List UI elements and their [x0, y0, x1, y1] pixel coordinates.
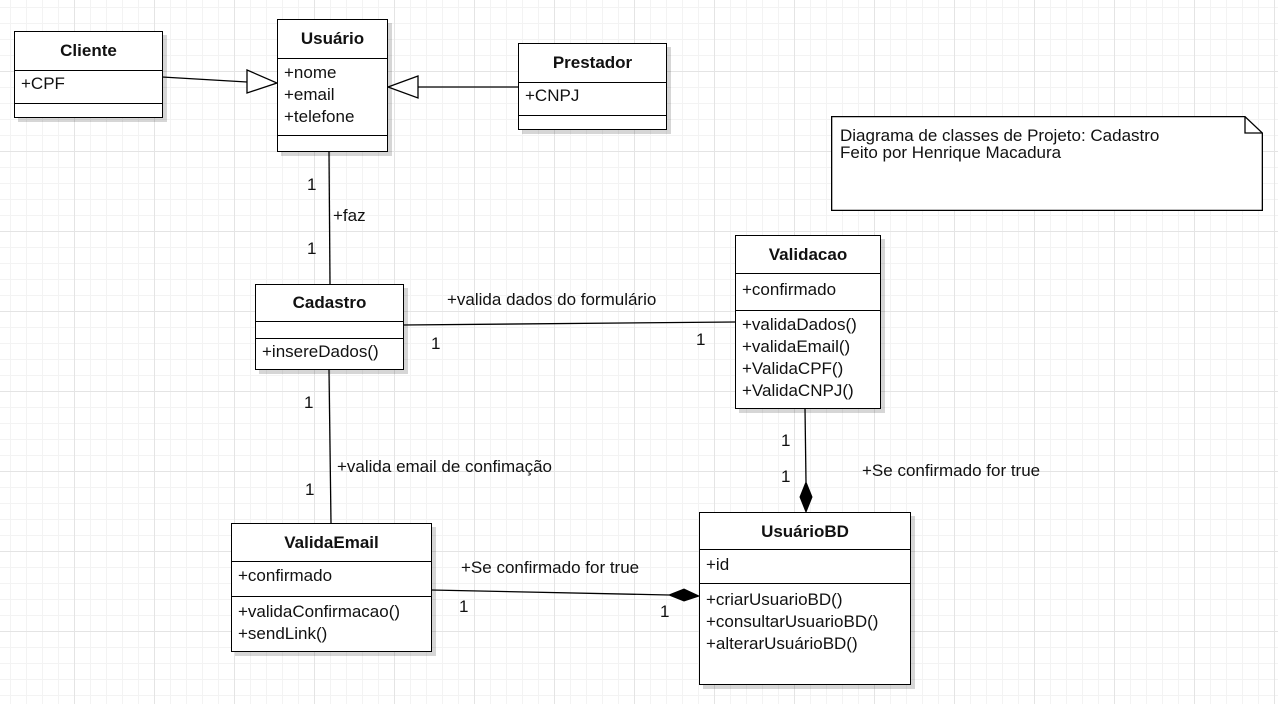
- method: +validaConfirmacao(): [238, 602, 401, 621]
- method: +ValidaCPF(): [742, 359, 844, 378]
- class-validaemail[interactable]: ValidaEmail +confirmado +validaConfirmac…: [231, 523, 432, 652]
- multiplicity-cadastro-validacao-target: 1: [696, 330, 706, 349]
- methods-section: +validaDados() +validaEmail() +ValidaCPF…: [736, 311, 880, 404]
- association-cadastro-validacao[interactable]: [402, 321, 736, 326]
- attributes-section: +id: [700, 550, 910, 584]
- attribute: +nome: [284, 63, 337, 82]
- class-title: Cliente: [15, 32, 162, 71]
- attribute: +confirmado: [742, 280, 837, 299]
- attribute: +CPF: [21, 74, 65, 93]
- attribute: +id: [706, 555, 730, 574]
- composition-diamond-left: [667, 588, 701, 602]
- multiplicity-validacao-usuariobd-target: 1: [781, 467, 791, 486]
- class-title: ValidaEmail: [232, 524, 431, 562]
- method: +alterarUsuárioBD(): [706, 634, 858, 653]
- note-line-title: Diagrama de classes de Projeto: Cadastro: [840, 126, 1160, 145]
- method: +insereDados(): [262, 342, 379, 361]
- composition-validaemail-usuariobd[interactable]: [430, 589, 670, 596]
- multiplicity-cadastro-validaemail-target: 1: [305, 480, 315, 499]
- method: +ValidaCNPJ(): [742, 381, 854, 400]
- composition-label-validaemail: +Se confirmado for true: [461, 558, 640, 577]
- association-label-valida-email: +valida email de confimação: [337, 457, 552, 476]
- attributes-section: +nome +email +telefone: [278, 59, 387, 136]
- method: +criarUsuarioBD(): [706, 590, 843, 609]
- methods-section: [519, 116, 666, 129]
- inheritance-arrow-cliente: [246, 69, 279, 94]
- class-validacao[interactable]: Validacao +confirmado +validaDados() +va…: [735, 235, 881, 409]
- methods-section: +criarUsuarioBD() +consultarUsuarioBD() …: [700, 584, 910, 657]
- composition-label-validacao: +Se confirmado for true: [862, 461, 1041, 480]
- method: +validaDados(): [742, 315, 857, 334]
- class-cadastro[interactable]: Cadastro +insereDados(): [255, 284, 404, 370]
- methods-section: +validaConfirmacao() +sendLink(): [232, 597, 431, 647]
- method: +sendLink(): [238, 624, 328, 643]
- multiplicity-validaemail-usuariobd-source: 1: [459, 597, 469, 616]
- composition-diamond-top: [799, 480, 813, 514]
- method: +validaEmail(): [742, 337, 851, 356]
- multiplicity-cadastro-validacao-source: 1: [431, 334, 441, 353]
- attribute: +CNPJ: [525, 86, 580, 105]
- composition-validacao-usuariobd[interactable]: [804, 407, 807, 483]
- attributes-section: [256, 322, 403, 339]
- class-usuariobd[interactable]: UsuárioBD +id +criarUsuarioBD() +consult…: [699, 512, 911, 685]
- association-label-faz: +faz: [333, 206, 366, 225]
- methods-section: [278, 136, 387, 151]
- multiplicity-cadastro-validaemail-source: 1: [304, 393, 314, 412]
- method: +consultarUsuarioBD(): [706, 612, 879, 631]
- note-shape: [831, 116, 1263, 211]
- multiplicity-usuario-end: 1: [307, 175, 317, 194]
- multiplicity-cadastro-end: 1: [307, 239, 317, 258]
- note-line-author: Feito por Henrique Macadura: [840, 143, 1062, 162]
- association-label-valida-dados: +valida dados do formulário: [447, 290, 657, 309]
- multiplicity-validacao-usuariobd-source: 1: [781, 431, 791, 450]
- methods-section: +insereDados(): [256, 339, 403, 369]
- class-title: Cadastro: [256, 285, 403, 322]
- attributes-section: +CPF: [15, 71, 162, 104]
- attribute: +confirmado: [238, 566, 333, 585]
- note-text: Diagrama de classes de Projeto: Cadastro…: [840, 127, 1159, 161]
- attribute: +email: [284, 85, 335, 104]
- multiplicity-validaemail-usuariobd-target: 1: [660, 602, 670, 621]
- attributes-section: +confirmado: [232, 562, 431, 597]
- association-cadastro-validaemail[interactable]: [328, 369, 332, 524]
- class-cliente[interactable]: Cliente +CPF: [14, 31, 163, 118]
- class-title: Usuário: [278, 20, 387, 59]
- inheritance-arrow-prestador: [386, 75, 419, 99]
- class-title: Prestador: [519, 44, 666, 83]
- generalization-cliente-usuario[interactable]: [161, 76, 248, 83]
- class-title: Validacao: [736, 236, 880, 274]
- class-prestador[interactable]: Prestador +CNPJ: [518, 43, 667, 130]
- attributes-section: +CNPJ: [519, 83, 666, 116]
- methods-section: [15, 104, 162, 117]
- attributes-section: +confirmado: [736, 274, 880, 311]
- class-title: UsuárioBD: [700, 513, 910, 550]
- class-usuario[interactable]: Usuário +nome +email +telefone: [277, 19, 388, 152]
- diagram-note[interactable]: Diagrama de classes de Projeto: Cadastro…: [831, 116, 1263, 211]
- attribute: +telefone: [284, 107, 355, 126]
- association-usuario-cadastro[interactable]: [328, 151, 331, 286]
